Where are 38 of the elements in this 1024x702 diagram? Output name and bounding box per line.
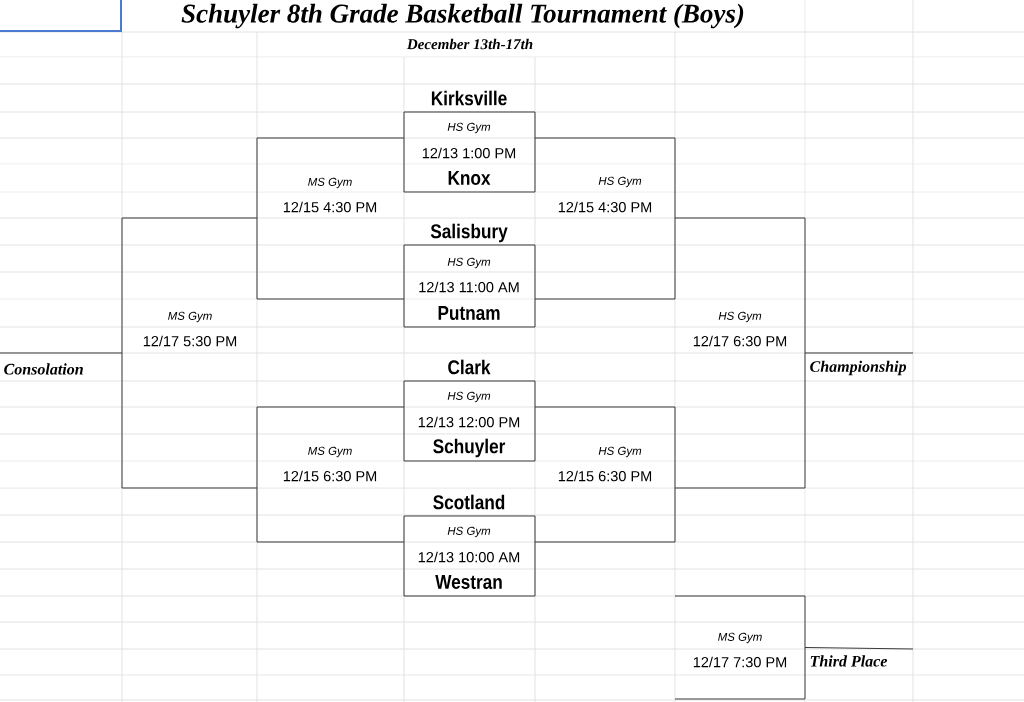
venue-label: HS Gym xyxy=(598,446,642,458)
game-time: 12/15 6:30 PM xyxy=(283,470,377,482)
result-label: Third Place xyxy=(810,655,888,667)
result-line xyxy=(804,352,914,354)
venue-label: HS Gym xyxy=(718,311,762,323)
venue-label: HS Gym xyxy=(447,257,491,269)
game-time: 12/13 10:00 AM xyxy=(418,551,520,563)
game-time: 12/15 6:30 PM xyxy=(558,470,652,482)
subtitle: December 13th-17th xyxy=(406,38,533,50)
venue-label: HS Gym xyxy=(447,526,491,538)
game-time: 12/17 7:30 PM xyxy=(693,656,787,668)
team-name: Westran xyxy=(435,575,502,589)
venue-label: HS Gym xyxy=(447,122,491,134)
result-label: Consolation xyxy=(4,363,83,375)
venue-label: MS Gym xyxy=(308,446,352,458)
game-time: 12/13 1:00 PM xyxy=(422,147,516,159)
venue-label: MS Gym xyxy=(168,311,212,323)
team-name: Schuyler xyxy=(433,438,506,458)
result-line xyxy=(804,647,914,650)
venue-label: HS Gym xyxy=(447,391,491,403)
venue-label: MS Gym xyxy=(308,177,352,189)
team-name: Clark xyxy=(448,359,491,375)
title: Schuyler 8th Grade Basketball Tournament (Boys) xyxy=(181,3,744,29)
team-name: Salisbury xyxy=(430,223,508,243)
game-time: 12/13 11:00 AM xyxy=(419,281,519,293)
result-line xyxy=(0,352,123,354)
game-time: 12/15 4:30 PM xyxy=(558,201,652,213)
game-time: 12/13 12:00 PM xyxy=(418,416,520,428)
team-name: Scotland xyxy=(433,494,505,510)
result-label: Championship xyxy=(810,360,907,376)
team-name: Putnam xyxy=(438,306,500,320)
team-name: Knox xyxy=(448,171,491,185)
game-time: 12/17 5:30 PM xyxy=(143,335,237,347)
venue-label: MS Gym xyxy=(718,632,762,644)
team-name: Kirksville xyxy=(431,90,507,106)
game-time: 12/15 4:30 PM xyxy=(283,201,377,213)
venue-label: HS Gym xyxy=(598,176,642,188)
game-time: 12/17 6:30 PM xyxy=(693,335,787,347)
